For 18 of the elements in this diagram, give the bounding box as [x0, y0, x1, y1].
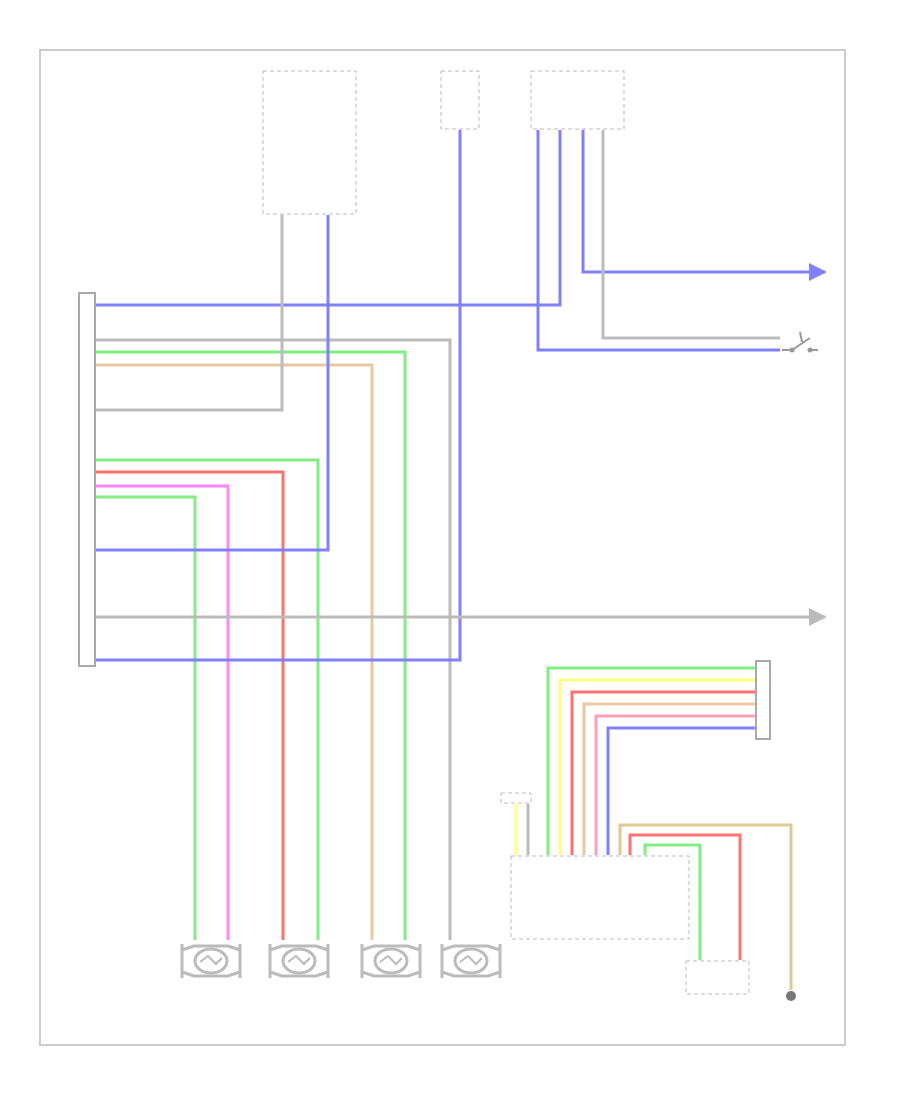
wire [643, 843, 702, 960]
wire [96, 215, 284, 412]
wire [96, 130, 462, 662]
wire [514, 804, 518, 855]
wire [618, 823, 793, 990]
wire [536, 130, 780, 352]
wire [96, 608, 827, 626]
wire [581, 130, 827, 281]
wire [96, 484, 230, 940]
wire [96, 130, 562, 307]
wire [96, 470, 285, 940]
wire [601, 130, 780, 340]
wire [526, 804, 530, 855]
wire [606, 726, 755, 855]
wire [96, 215, 330, 552]
wire [96, 458, 320, 940]
wire [628, 833, 742, 960]
wire [96, 495, 197, 940]
